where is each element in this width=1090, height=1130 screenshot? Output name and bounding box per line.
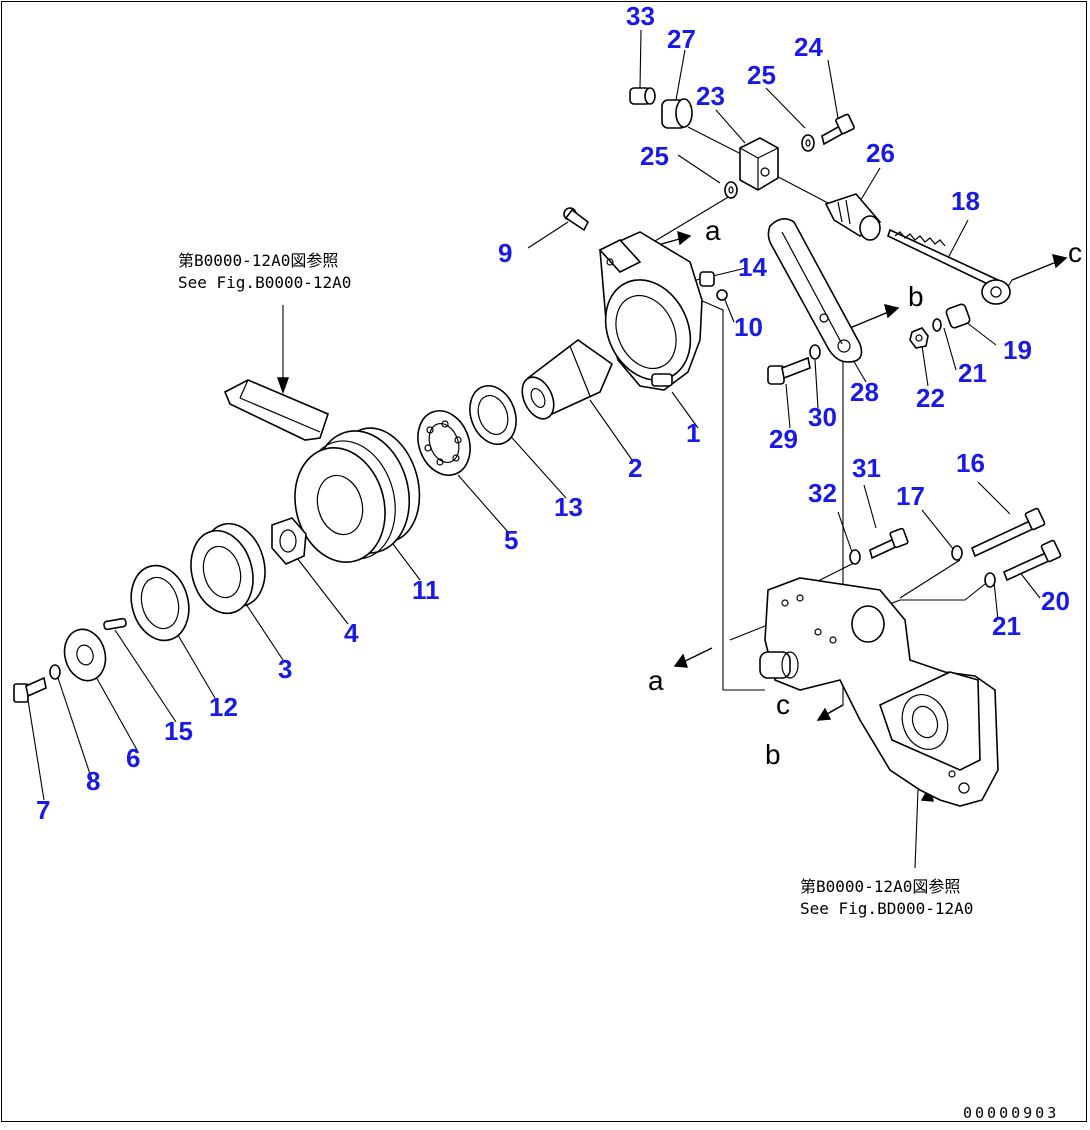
part-13-seal xyxy=(469,385,517,445)
part-7-bolt xyxy=(13,676,47,703)
letter-a-top: a xyxy=(705,215,721,246)
part-32-washer xyxy=(849,549,861,565)
callout-30: 30 xyxy=(808,402,837,432)
part-25-washer-upper xyxy=(801,134,815,152)
link-letters: a a b b c c xyxy=(648,215,1082,770)
callout-25-upper: 25 xyxy=(747,60,776,90)
callout-33: 33 xyxy=(626,1,655,31)
callout-11: 11 xyxy=(412,575,440,605)
callout-20: 20 xyxy=(1041,586,1070,616)
callout-25-lower: 25 xyxy=(640,141,669,171)
drawing-id: 00000903 xyxy=(963,1104,1059,1122)
reference-note-top-line2: See Fig.B0000-12A0 xyxy=(178,273,351,292)
part-14-plug xyxy=(699,271,715,287)
callout-32: 32 xyxy=(808,478,837,508)
reference-note-top: 第B0000-12A0図参照 See Fig.B0000-12A0 xyxy=(178,251,351,292)
part-26-adjuster xyxy=(824,193,882,241)
callout-10: 10 xyxy=(734,312,763,342)
part-30-washer xyxy=(809,344,821,360)
letter-c-top: c xyxy=(1068,237,1082,268)
callout-12: 12 xyxy=(209,692,238,722)
callout-21-upper: 21 xyxy=(958,358,987,388)
part-19-collar xyxy=(945,303,971,329)
callout-18: 18 xyxy=(951,186,980,216)
reference-note-top-line1: 第B0000-12A0図参照 xyxy=(178,251,338,270)
callout-8: 8 xyxy=(86,766,100,796)
part-18-adjusting-rod xyxy=(887,228,1011,305)
part-25-washer-lower xyxy=(724,181,738,199)
part-16-bolt xyxy=(970,507,1046,558)
letter-b-top: b xyxy=(908,281,924,312)
callout-26: 26 xyxy=(866,138,895,168)
callout-2: 2 xyxy=(628,453,642,483)
reference-note-bottom-line1: 第B0000-12A0図参照 xyxy=(800,877,960,896)
part-12-seal xyxy=(130,564,190,642)
letter-a-bottom: a xyxy=(648,665,664,696)
part-17-washer xyxy=(951,545,963,561)
part-5-bearing xyxy=(417,410,471,476)
part-24-bolt xyxy=(821,113,855,146)
callout-6: 6 xyxy=(126,743,140,773)
callout-14: 14 xyxy=(738,252,767,282)
part-11-pulley xyxy=(294,427,421,563)
part-bracket xyxy=(759,577,999,807)
callout-28: 28 xyxy=(850,377,879,407)
callout-24: 24 xyxy=(794,32,823,62)
part-23-block xyxy=(739,137,779,191)
part-6-plate xyxy=(63,628,107,682)
callout-numbers: 1 2 3 4 5 6 7 8 9 10 11 12 13 14 15 16 1… xyxy=(36,1,1070,825)
callout-4: 4 xyxy=(344,618,359,648)
part-3-bearing xyxy=(190,522,266,615)
callout-21-lower: 21 xyxy=(992,611,1021,641)
part-2-shaft xyxy=(521,339,613,420)
callout-31: 31 xyxy=(852,453,881,483)
callout-5: 5 xyxy=(504,525,518,555)
reference-note-bottom-line2: See Fig.BD000-12A0 xyxy=(800,899,973,918)
callout-23: 23 xyxy=(696,81,725,111)
callout-27: 27 xyxy=(667,24,696,54)
part-9-grease-fitting xyxy=(563,207,590,232)
callout-22: 22 xyxy=(916,383,945,413)
part-21-washer-lower xyxy=(984,572,996,588)
callout-19: 19 xyxy=(1003,335,1032,365)
letter-b-bottom: b xyxy=(765,739,781,770)
part-33-nut xyxy=(629,87,656,105)
callout-29: 29 xyxy=(769,424,798,454)
part-1-housing xyxy=(598,231,703,391)
callout-15: 15 xyxy=(164,716,193,746)
callout-16: 16 xyxy=(956,448,985,478)
callout-7: 7 xyxy=(36,795,50,825)
letter-c-bottom: c xyxy=(776,689,790,720)
callout-1: 1 xyxy=(686,418,700,448)
reference-note-bottom: 第B0000-12A0図参照 See Fig.BD000-12A0 xyxy=(800,877,973,918)
part-8-washer xyxy=(49,664,61,680)
leader-lines xyxy=(27,29,1041,869)
part-22-nut xyxy=(909,327,929,349)
part-31-bolt xyxy=(869,527,909,560)
part-27-bushing xyxy=(661,98,693,129)
part-21-washer-upper xyxy=(932,318,942,332)
part-20-bolt xyxy=(1002,539,1062,582)
callout-3: 3 xyxy=(278,654,292,684)
part-4-nut xyxy=(271,517,307,565)
part-15-pin xyxy=(103,617,127,631)
part-belt-section xyxy=(223,379,329,441)
part-28-adjusting-bar xyxy=(767,218,863,363)
callout-9: 9 xyxy=(498,238,512,268)
callout-13: 13 xyxy=(554,492,583,522)
callout-17: 17 xyxy=(896,481,925,511)
part-29-bolt xyxy=(767,356,811,385)
part-10-screw xyxy=(716,289,728,301)
